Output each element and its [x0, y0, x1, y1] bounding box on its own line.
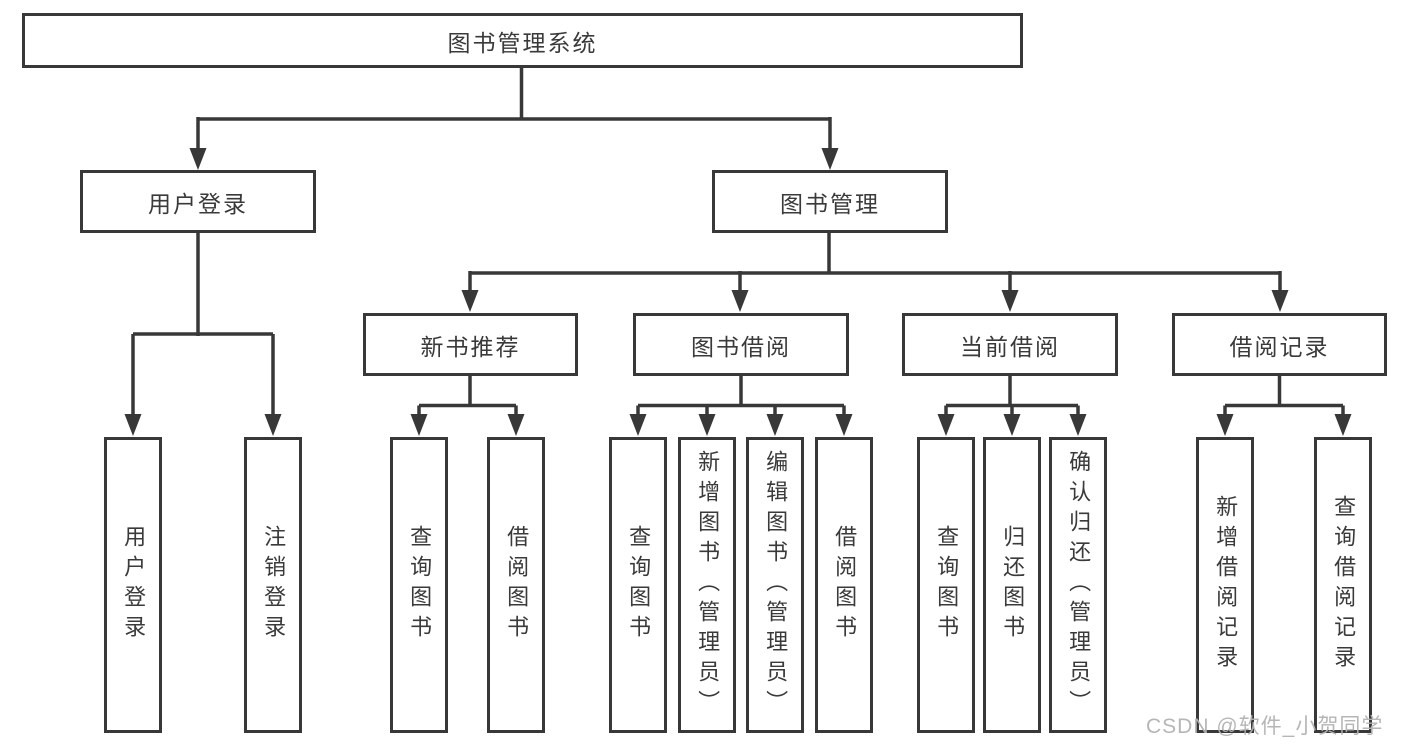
node-user-login: 用户登录 [80, 170, 316, 233]
watermark: CSDN @软件_小贺同学 [1146, 715, 1384, 738]
leaf-query-books-current: 查询图书 [917, 437, 975, 733]
leaf-label: 查询图书 [934, 525, 960, 645]
arrowhead-icon [461, 290, 479, 312]
arrowhead-icon [264, 414, 282, 436]
arrowhead-icon [1216, 414, 1234, 436]
arrowhead-icon [1069, 414, 1087, 436]
node-book-management: 图书管理 [712, 170, 948, 233]
leaf-confirm-return-admin: 确认归还（管理员） [1049, 437, 1107, 733]
leaf-label: 新增借阅记录 [1213, 495, 1239, 675]
arrowhead-icon [1334, 414, 1352, 436]
leaf-add-borrow-record: 新增借阅记录 [1196, 437, 1254, 733]
leaf-label: 注销登录 [261, 525, 287, 645]
connector-newbooks-to-leaves [417, 375, 518, 417]
connector-userlogin-to-leaves [131, 232, 275, 417]
arrowhead-icon [124, 414, 142, 436]
leaf-query-borrow-record: 查询借阅记录 [1314, 437, 1372, 733]
arrowhead-icon [937, 414, 955, 436]
arrowhead-icon [731, 290, 749, 312]
leaf-label: 新增图书（管理员） [695, 450, 721, 720]
arrowhead-icon [821, 148, 839, 170]
leaf-return-book: 归还图书 [983, 437, 1041, 733]
connector-root-to-level2 [196, 66, 832, 150]
node-label: 新书推荐 [420, 333, 521, 360]
leaf-label: 借阅图书 [832, 525, 858, 645]
arrowhead-icon [410, 414, 428, 436]
leaf-borrow-books: 借阅图书 [815, 437, 873, 733]
connector-bookborrow-to-leaves [636, 375, 846, 417]
arrowhead-icon [835, 414, 853, 436]
node-borrowing-records: 借阅记录 [1172, 313, 1387, 376]
arrowhead-icon [507, 414, 525, 436]
arrowhead-icon [766, 414, 784, 436]
node-current-borrowing: 当前借阅 [902, 313, 1118, 376]
leaf-label: 归还图书 [1000, 525, 1026, 645]
node-book-borrowing: 图书借阅 [633, 313, 849, 376]
leaf-label: 用户登录 [121, 525, 147, 645]
node-label: 图书管理系统 [447, 29, 598, 56]
leaf-query-books-borrow: 查询图书 [609, 437, 667, 733]
arrowhead-icon [1001, 290, 1019, 312]
node-label: 用户登录 [148, 190, 248, 217]
leaf-label: 查询图书 [626, 525, 652, 645]
node-label: 当前借阅 [960, 333, 1060, 360]
connector-borrowrecords-to-leaves [1223, 375, 1345, 417]
connector-bookmgmt-to-level3 [468, 232, 1282, 292]
node-label: 图书管理 [780, 190, 880, 217]
leaf-label: 编辑图书（管理员） [763, 450, 789, 720]
arrowhead-icon [1003, 414, 1021, 436]
node-label: 图书借阅 [691, 333, 791, 360]
leaf-label: 确认归还（管理员） [1066, 450, 1092, 720]
leaf-edit-book-admin: 编辑图书（管理员） [746, 437, 804, 733]
leaf-user-login: 用户登录 [104, 437, 162, 733]
leaf-label: 查询借阅记录 [1331, 495, 1357, 675]
arrowhead-icon [629, 414, 647, 436]
arrowhead-icon [698, 414, 716, 436]
connector-currentborrow-to-leaves [944, 375, 1080, 417]
leaf-borrow-books-recommend: 借阅图书 [487, 437, 545, 733]
arrowhead-icon [189, 148, 207, 170]
leaf-logout: 注销登录 [244, 437, 302, 733]
node-library-management-system: 图书管理系统 [22, 13, 1023, 68]
node-new-book-recommendation: 新书推荐 [363, 313, 578, 376]
leaf-label: 借阅图书 [504, 525, 530, 645]
node-label: 借阅记录 [1229, 333, 1330, 360]
leaf-query-books-recommend: 查询图书 [390, 437, 448, 733]
arrowhead-icon [1271, 290, 1289, 312]
leaf-add-book-admin: 新增图书（管理员） [678, 437, 736, 733]
leaf-label: 查询图书 [407, 525, 433, 645]
